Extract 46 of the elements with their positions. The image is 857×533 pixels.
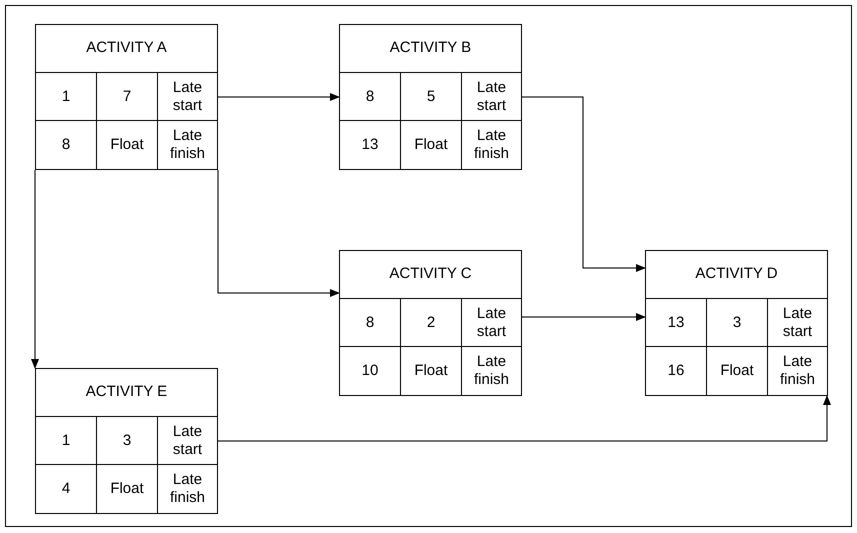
table-cell: Late start <box>158 417 217 465</box>
activity-title: ACTIVITY A <box>36 25 217 73</box>
table-cell: Late start <box>462 73 521 121</box>
table-cell-text: Late finish <box>778 352 816 390</box>
table-cell-text: Late finish <box>168 470 206 508</box>
activity-title: ACTIVITY E <box>36 369 217 417</box>
table-cell: Late start <box>158 73 217 121</box>
table-cell: 5 <box>401 73 462 121</box>
table-cell: 7 <box>97 73 158 121</box>
activity-box <box>35 368 218 514</box>
table-cell: 2 <box>401 299 462 347</box>
table-cell: Late start <box>768 299 827 347</box>
activity-title: ACTIVITY D <box>646 251 827 299</box>
table-cell: 8 <box>340 299 401 347</box>
arrow <box>218 93 340 101</box>
table-cell-text: Late finish <box>472 126 510 164</box>
table-cell: Float <box>401 121 462 169</box>
activity-title: ACTIVITY B <box>340 25 521 73</box>
table-cell: 1 <box>36 417 97 465</box>
arrow <box>522 96 646 272</box>
table-cell: 4 <box>36 465 97 513</box>
table-cell: 1 <box>36 73 97 121</box>
table-cell: 13 <box>340 121 401 169</box>
arrow <box>522 313 646 321</box>
table-cell: Float <box>97 121 158 169</box>
table-cell: 3 <box>707 299 768 347</box>
arrow <box>31 170 39 369</box>
table-cell: Late start <box>462 299 521 347</box>
arrow <box>218 170 340 297</box>
table-cell: Float <box>707 347 768 395</box>
table-cell: 3 <box>97 417 158 465</box>
table-cell: 8 <box>340 73 401 121</box>
table-cell: 8 <box>36 121 97 169</box>
activity-box <box>339 250 522 396</box>
table-cell: 16 <box>646 347 707 395</box>
table-cell: Float <box>97 465 158 513</box>
activity-title: ACTIVITY C <box>340 251 521 299</box>
table-cell-text: Late finish <box>472 352 510 390</box>
table-cell: Float <box>401 347 462 395</box>
table-cell: 10 <box>340 347 401 395</box>
activity-box <box>35 24 218 170</box>
table-cell-text: Late finish <box>168 126 206 164</box>
activity-box <box>645 250 828 396</box>
activity-box <box>339 24 522 170</box>
arrow <box>218 395 831 442</box>
table-cell: 13 <box>646 299 707 347</box>
